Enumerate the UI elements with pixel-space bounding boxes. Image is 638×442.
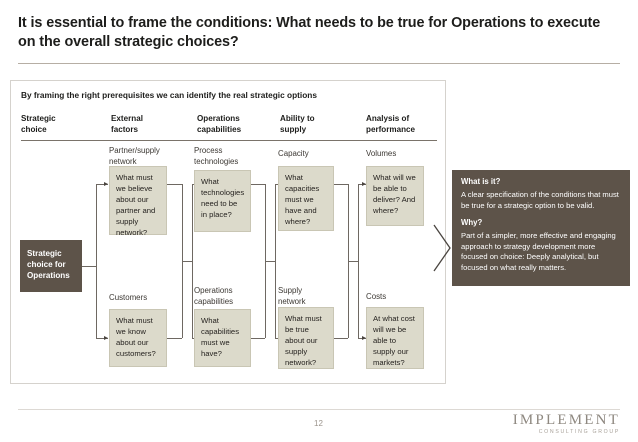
question-box-operations-capabilities: What capabilities must we have?	[194, 309, 251, 367]
connector-out-top-2	[251, 184, 265, 185]
footer-divider	[18, 409, 620, 410]
callout-why-heading: Why?	[461, 217, 483, 227]
arrow-to-top-1	[104, 181, 108, 186]
page-number: 12	[314, 419, 323, 428]
question-box-process-technologies: What technologies need to be in place?	[194, 170, 251, 232]
connector-split-3	[275, 184, 276, 338]
question-box-partner-supply-network: What must we believe about our partner a…	[109, 166, 167, 237]
connector-split-2	[192, 184, 193, 338]
connector-split-4	[358, 184, 359, 338]
connector-anchor-split	[96, 184, 97, 338]
logo-tagline: CONSULTING GROUP	[538, 429, 620, 435]
brand-logo: IMPLEMENT CONSULTING GROUP	[513, 413, 620, 435]
column-header-analysis-of-performance: Analysis of performance	[366, 114, 416, 134]
sublabel-customers: Customers	[109, 293, 148, 302]
question-box-volumes: What will we be able to deliver? And whe…	[366, 166, 424, 226]
connector-bridge-2	[265, 261, 275, 262]
page-title: It is essential to frame the conditions:…	[18, 15, 601, 51]
sublabel-volumes: Volumes	[366, 149, 397, 158]
anchor-box-strategic-choice-for-operations: Strategic choice for Operations	[20, 240, 82, 292]
question-box-costs: At what cost will we be able to supply o…	[366, 307, 424, 369]
callout-panel: What is it? A clear specification of the…	[452, 170, 630, 286]
connector-bridge-3	[348, 261, 358, 262]
chevron-right-icon	[433, 224, 451, 272]
connector-bridge-1	[182, 261, 192, 262]
connector-out-top-1	[167, 184, 182, 185]
sublabel-capacity: Capacity	[278, 149, 309, 158]
header-divider	[21, 140, 437, 141]
callout-what-heading: What is it?	[461, 177, 501, 186]
callout-why-body: Part of a simpler, more effective and en…	[461, 230, 616, 273]
connector-out-bottom-2	[251, 338, 265, 339]
callout-what-body: A clear specification of the conditions …	[461, 190, 619, 210]
sublabel-operations-capabilities: Operations capabilities	[194, 286, 234, 306]
connector-anchor-stem	[82, 266, 96, 267]
card-title: By framing the right prerequisites we ca…	[21, 90, 317, 100]
arrow-to-bottom-1	[104, 335, 108, 340]
column-header-operations-capabilities: Operations capabilities	[197, 114, 242, 134]
title-divider	[18, 63, 620, 64]
connector-out-bottom-3	[334, 338, 348, 339]
question-box-capacity: What capacities must we have and where?	[278, 166, 334, 231]
sublabel-costs: Costs	[366, 292, 387, 301]
column-header-ability-to-supply: Ability to supply	[280, 114, 315, 134]
connector-out-top-3	[334, 184, 348, 185]
logo-wordmark: IMPLEMENT	[512, 412, 620, 428]
sublabel-partner-supply-network: Partner/supply network	[109, 146, 160, 166]
column-header-strategic-choice: Strategic choice	[21, 114, 56, 134]
column-header-external-factors: External factors	[111, 114, 143, 134]
sublabel-supply-network: Supply network	[278, 286, 306, 306]
connector-anchor-to-top-1	[96, 184, 108, 185]
arrow-to-top-4	[362, 181, 366, 186]
connector-out-bottom-1	[167, 338, 182, 339]
question-box-customers: What must we know about our customers?	[109, 309, 167, 367]
arrow-to-bottom-4	[362, 335, 366, 340]
question-box-supply-network: What must be true about our supply netwo…	[278, 307, 334, 369]
sublabel-process-technologies: Process technologies	[194, 146, 239, 166]
connector-anchor-to-bottom-1	[96, 338, 108, 339]
